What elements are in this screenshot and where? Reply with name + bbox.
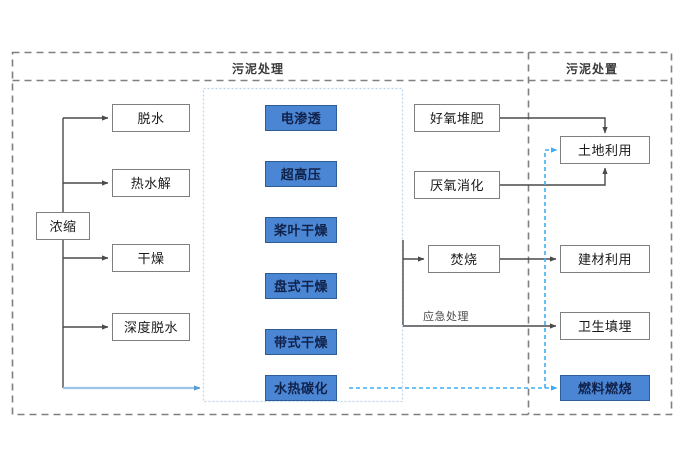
node-electro-osmosis[interactable]: 电渗透 (265, 105, 337, 131)
node-sanitary-landfill[interactable]: 卫生填埋 (560, 312, 650, 340)
outer-frame (11, 51, 673, 416)
node-aerobic-composting[interactable]: 好氧堆肥 (414, 104, 500, 132)
zone-title-treatment: 污泥处理 (232, 62, 285, 76)
node-belt-drying[interactable]: 带式干燥 (265, 329, 337, 355)
node-drying[interactable]: 干燥 (112, 244, 190, 272)
edge-digestion-to-land-use (500, 167, 608, 186)
node-land-use[interactable]: 土地利用 (560, 136, 650, 164)
edge-label-emergency: 应急处理 (423, 311, 469, 323)
node-hydrothermal-carbonization[interactable]: 水热碳化 (265, 375, 337, 401)
edge-compost-to-land-use (500, 117, 608, 134)
node-anaerobic-digestion[interactable]: 厌氧消化 (414, 171, 500, 199)
node-dewatering[interactable]: 脱水 (112, 104, 190, 132)
zone-title-disposal: 污泥处置 (566, 62, 619, 76)
node-fuel-combustion[interactable]: 燃料燃烧 (560, 375, 650, 401)
node-ultra-high-pressure[interactable]: 超高压 (265, 161, 337, 187)
node-thermal-hydrolysis[interactable]: 热水解 (112, 169, 190, 197)
node-thickening[interactable]: 浓缩 (36, 212, 90, 240)
node-building-material-use[interactable]: 建材利用 (560, 245, 650, 273)
node-paddle-drying[interactable]: 桨叶干燥 (265, 217, 337, 243)
node-disc-drying[interactable]: 盘式干燥 (265, 273, 337, 299)
node-incineration[interactable]: 焚烧 (428, 245, 500, 273)
node-deep-dewatering[interactable]: 深度脱水 (112, 313, 190, 341)
